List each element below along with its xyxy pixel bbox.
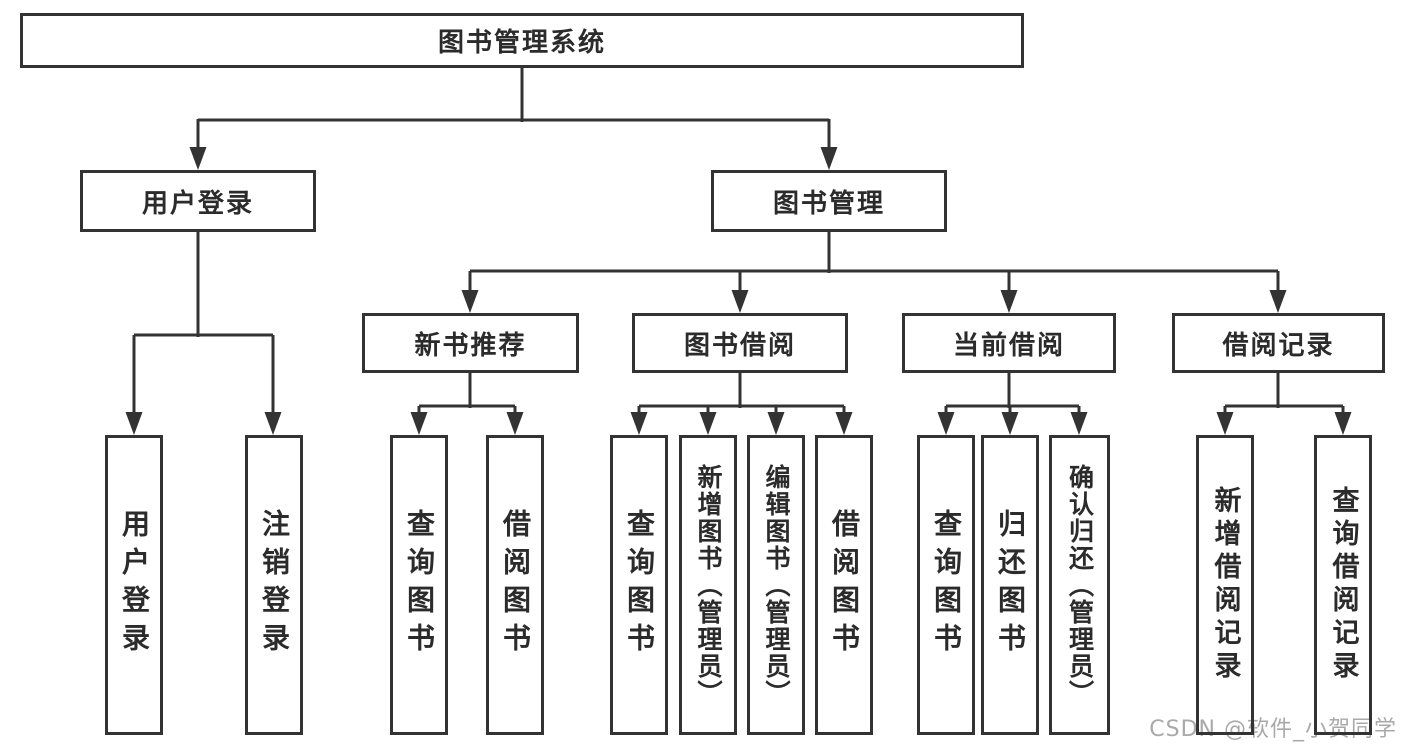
arrowhead-icon [506,412,524,435]
arrowhead-icon [630,412,648,435]
node-leaf-borrow-books-recommend: 借阅图书 [486,435,544,735]
node-borrowing-records: 借阅记录 [1172,313,1385,373]
arrowhead-icon [731,290,749,313]
arrowhead-icon [1216,412,1234,435]
node-new-book-recommend: 新书推荐 [362,313,579,373]
arrowhead-icon [1334,412,1352,435]
arrowhead-icon [461,290,479,313]
node-user-login: 用户登录 [80,170,316,232]
arrowhead-icon [410,412,428,435]
arrowhead-icon [835,412,853,435]
node-book-management: 图书管理 [711,170,947,232]
node-current-borrowing: 当前借阅 [902,313,1116,373]
node-leaf-user-login: 用户登录 [105,435,163,735]
arrowhead-icon [1070,412,1088,435]
node-leaf-query-books-current: 查询图书 [917,435,975,735]
node-leaf-confirm-return-admin: 确认归还（管理员） [1049,435,1110,735]
arrowhead-icon [820,147,838,170]
node-leaf-query-books-borrow: 查询图书 [610,435,668,735]
node-leaf-edit-books-admin: 编辑图书（管理员） [747,435,805,735]
node-leaf-borrow-books-borrow: 借阅图书 [815,435,873,735]
tree-edges [132,68,1345,416]
arrowhead-icon [937,412,955,435]
node-leaf-logout: 注销登录 [245,435,303,735]
arrowhead-icon [189,147,207,170]
arrowhead-icon [1269,290,1287,313]
node-leaf-query-books-recommend: 查询图书 [390,435,448,735]
arrowhead-icon [767,412,785,435]
arrowhead-icon [699,412,717,435]
csdn-watermark: CSDN @软件_小贺同学 [1149,717,1397,742]
arrowhead-icon [264,412,282,435]
node-library-management-system: 图书管理系统 [20,13,1024,68]
node-leaf-return-books: 归还图书 [981,435,1039,735]
arrowhead-icon [1001,412,1019,435]
node-leaf-add-books-admin: 新增图书（管理员） [679,435,737,735]
node-leaf-add-borrow-record: 新增借阅记录 [1196,435,1254,735]
arrowhead-icon [125,412,143,435]
arrowheads [125,147,1352,435]
node-book-borrowing: 图书借阅 [632,313,848,373]
node-leaf-query-borrow-record: 查询借阅记录 [1314,435,1372,735]
arrowhead-icon [1000,290,1018,313]
